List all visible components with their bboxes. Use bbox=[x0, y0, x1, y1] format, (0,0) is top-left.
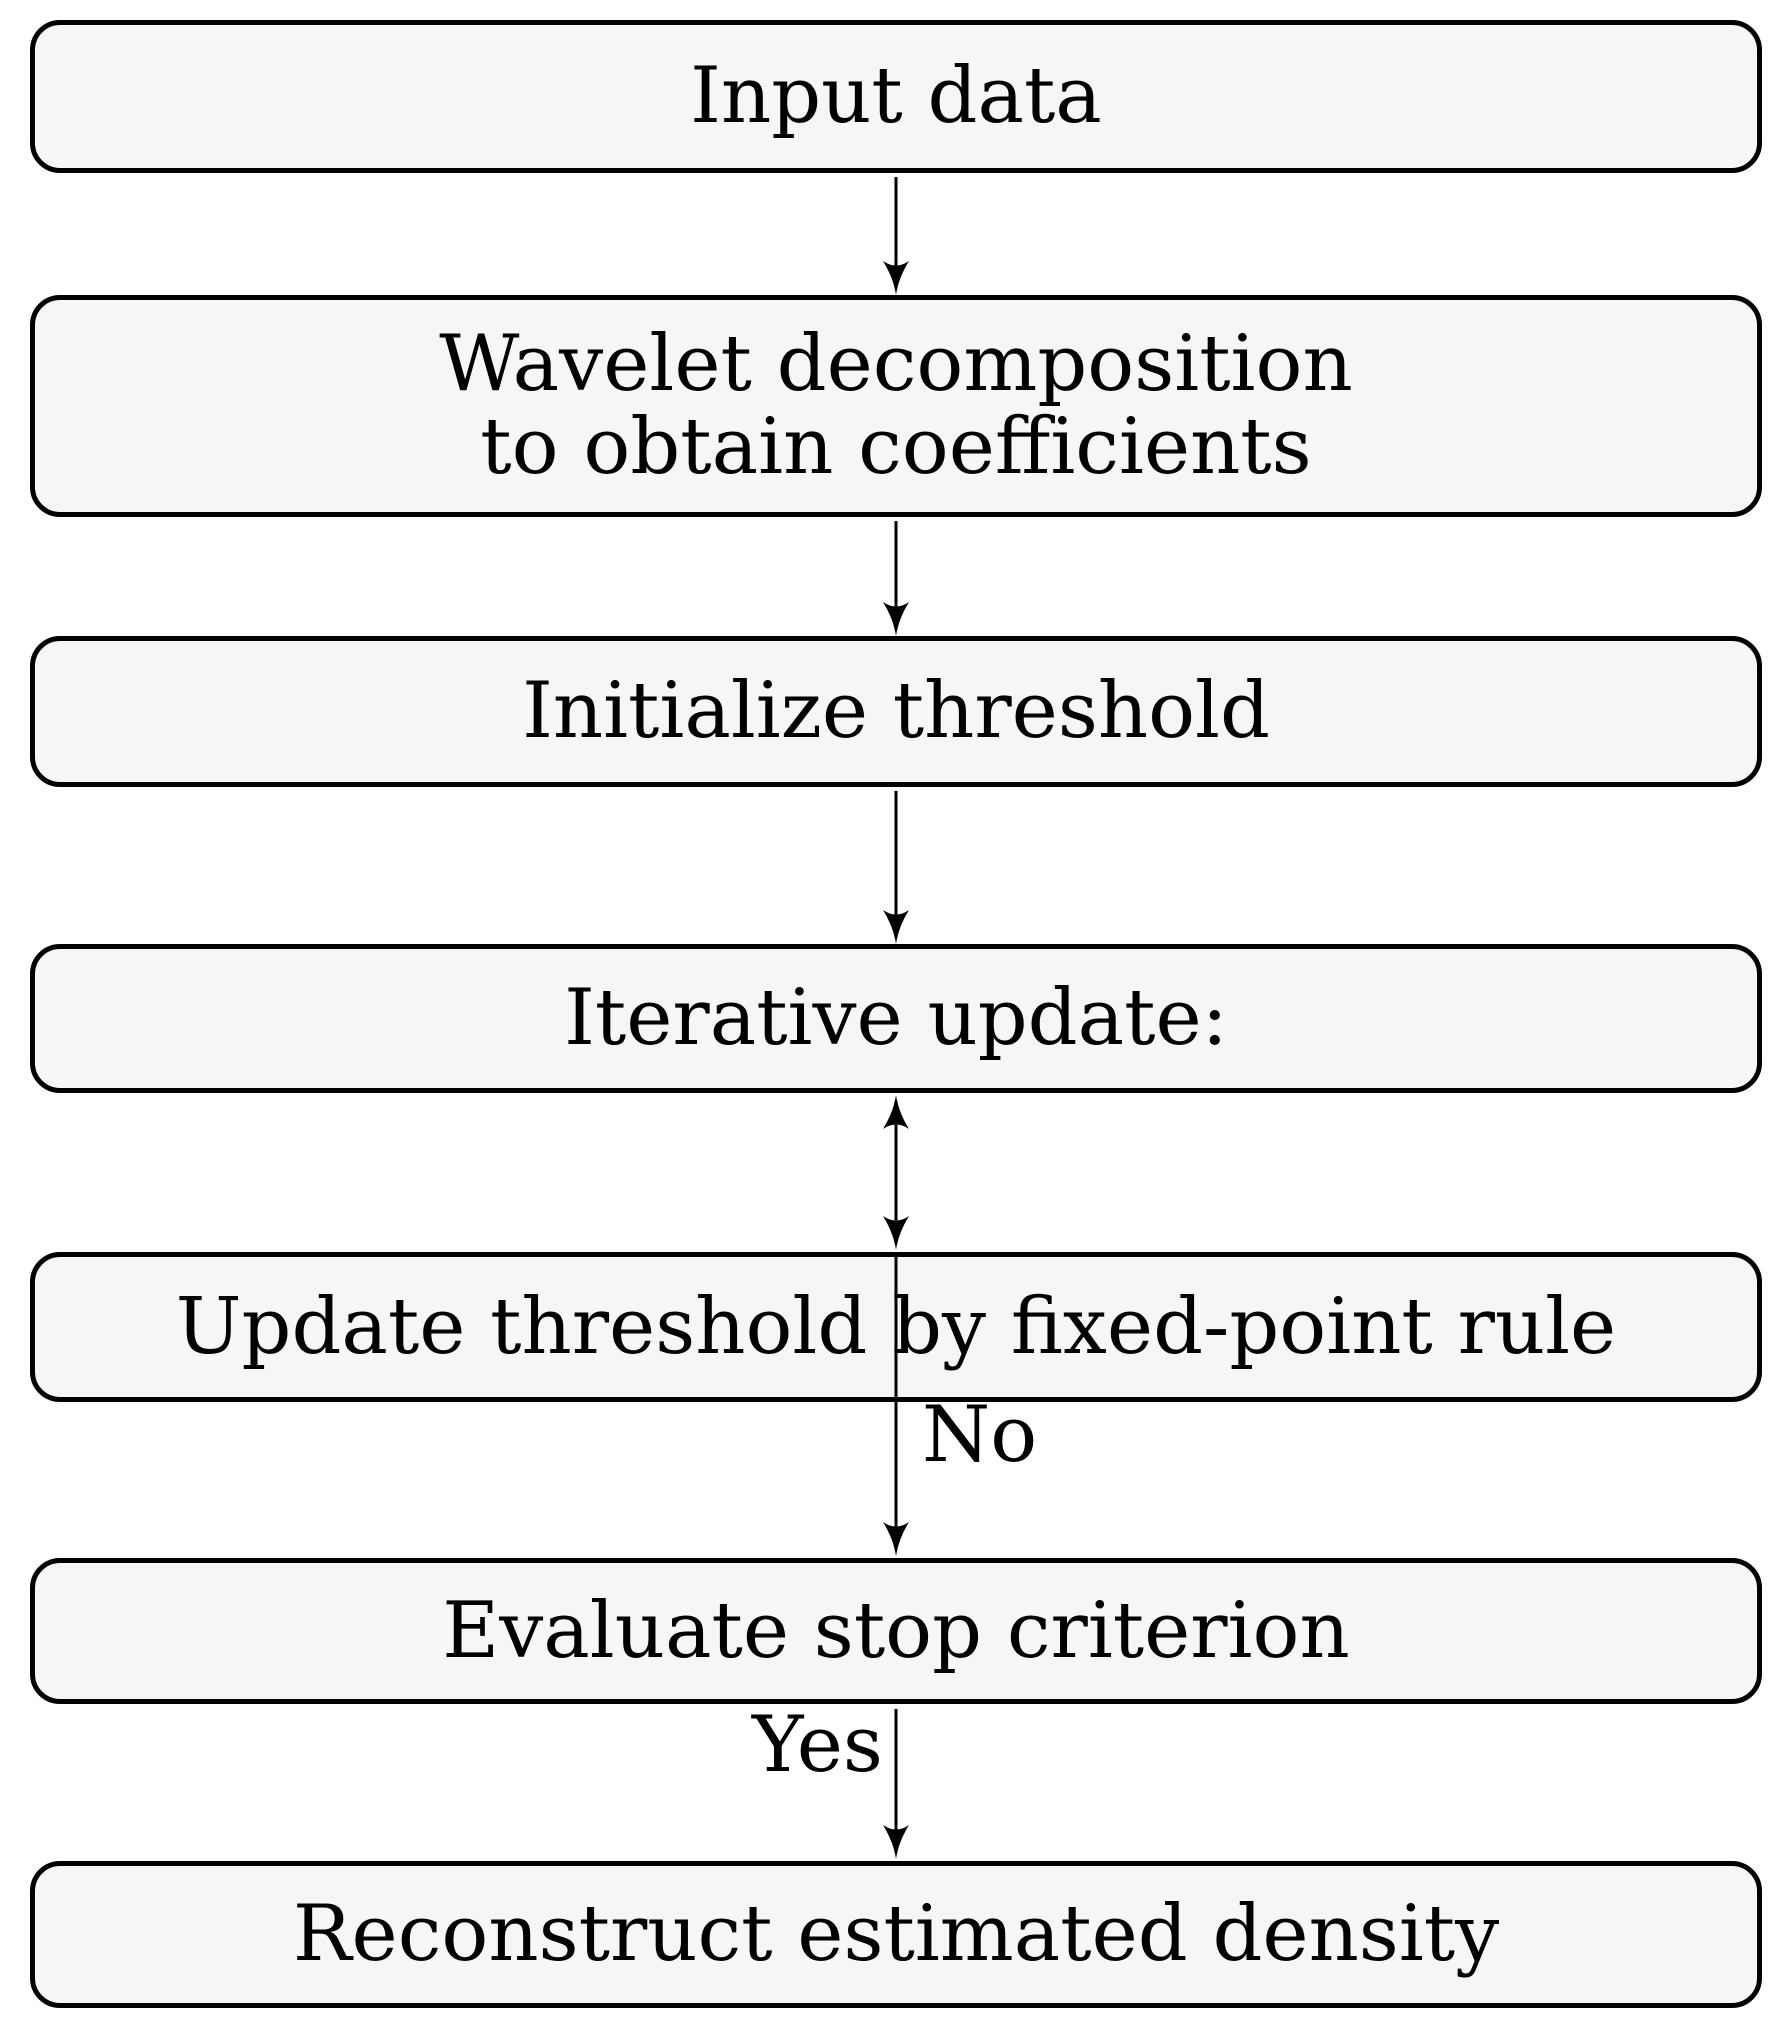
node-label: Reconstruct estimated density bbox=[292, 1889, 1500, 1980]
node-initialize-threshold: Initialize threshold bbox=[30, 636, 1762, 787]
edge-label-no: No bbox=[922, 1390, 1038, 1480]
node-label: Initialize threshold bbox=[522, 666, 1270, 757]
node-update-threshold: Update threshold by fixed-point rule bbox=[30, 1252, 1762, 1402]
node-label: Iterative update: bbox=[564, 973, 1228, 1064]
node-label-line-2: to obtain coefficients bbox=[480, 402, 1312, 492]
node-label-line-1: Wavelet decomposition bbox=[439, 319, 1353, 410]
node-input-data: Input data bbox=[30, 20, 1762, 173]
node-evaluate-stop-criterion: Evaluate stop criterion bbox=[30, 1558, 1762, 1704]
edge-label-yes: Yes bbox=[752, 1700, 883, 1790]
node-label: Update threshold by fixed-point rule bbox=[175, 1281, 1617, 1372]
node-label: Wavelet decomposition to obtain coeffici… bbox=[439, 323, 1352, 488]
node-iterative-update: Iterative update: bbox=[30, 944, 1762, 1093]
node-label: Evaluate stop criterion bbox=[442, 1585, 1350, 1676]
node-reconstruct-density: Reconstruct estimated density bbox=[30, 1861, 1762, 2008]
node-wavelet-decomposition: Wavelet decomposition to obtain coeffici… bbox=[30, 295, 1762, 517]
node-label: Input data bbox=[690, 51, 1102, 142]
